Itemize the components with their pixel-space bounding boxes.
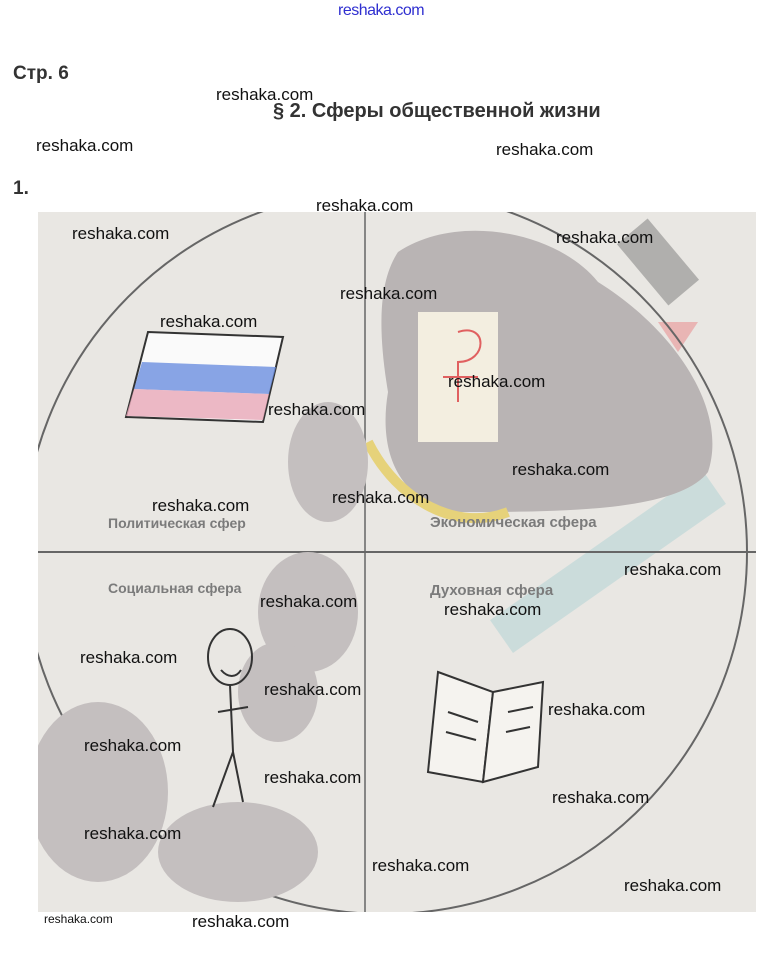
watermark: reshaka.com — [624, 876, 722, 895]
watermark: reshaka.com — [264, 768, 362, 787]
book-drawing — [426, 670, 545, 784]
political-sphere-label: Политическая сфер — [108, 515, 246, 531]
spheres-diagram — [38, 212, 756, 912]
watermark: reshaka.com — [556, 228, 654, 247]
watermark: reshaka.com — [372, 856, 470, 875]
person-drawing — [207, 628, 253, 808]
task-number: 1. — [13, 178, 29, 199]
watermark: reshaka.com — [160, 312, 258, 331]
watermark: reshaka.com — [72, 224, 170, 243]
page-label: Стр. 6 — [13, 63, 69, 84]
watermark: reshaka.com — [496, 140, 594, 159]
watermark: reshaka.com — [84, 824, 182, 843]
economic-sphere-label: Экономическая сфера — [430, 514, 597, 531]
site-link[interactable]: reshaka.com — [338, 2, 425, 19]
watermark: reshaka.com — [152, 496, 250, 515]
watermark: reshaka.com — [216, 85, 314, 104]
watermark: reshaka.com — [444, 600, 542, 619]
watermark: reshaka.com — [192, 912, 290, 931]
social-sphere-label: Социальная сфера — [108, 580, 242, 596]
diagram-photo: Политическая сфер Экономическая сфера Со… — [38, 212, 756, 912]
watermark: reshaka.com — [264, 680, 362, 699]
watermark: reshaka.com — [552, 788, 650, 807]
watermark: reshaka.com — [316, 196, 414, 215]
watermark: reshaka.com — [80, 648, 178, 667]
watermark: reshaka.com — [36, 136, 134, 155]
watermark: reshaka.com — [340, 284, 438, 303]
russian-flag-drawing — [124, 330, 285, 424]
spiritual-sphere-label: Духовная сфера — [430, 582, 554, 599]
watermark: reshaka.com — [332, 488, 430, 507]
watermark: reshaka.com — [84, 736, 182, 755]
watermark: reshaka.com — [548, 700, 646, 719]
watermark: reshaka.com — [512, 460, 610, 479]
section-title: § 2. Сферы общественной жизни — [273, 100, 601, 122]
watermark: reshaka.com — [448, 372, 546, 391]
watermark: reshaka.com — [624, 560, 722, 579]
watermark: reshaka.com — [44, 912, 113, 926]
watermark: reshaka.com — [268, 400, 366, 419]
watermark: reshaka.com — [260, 592, 358, 611]
